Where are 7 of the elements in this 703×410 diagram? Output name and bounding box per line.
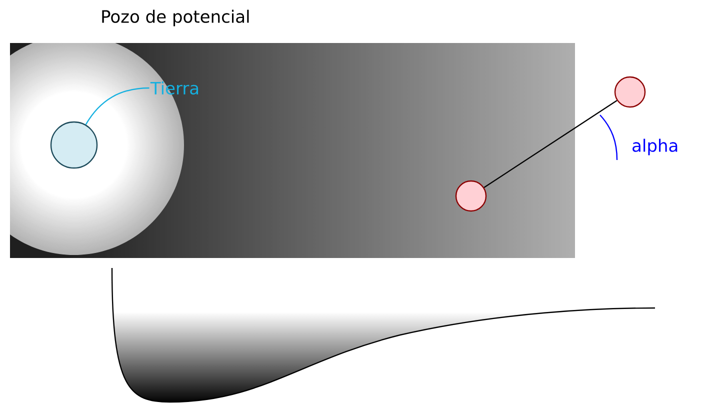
title: Pozo de potencial (102, 10, 249, 26)
mass-circle (455, 180, 487, 212)
leader-line (85, 87, 150, 125)
earth-circle (50, 121, 98, 169)
angle-label: alpha (632, 138, 678, 156)
connecting-rod (484, 100, 618, 188)
mass-circle (614, 76, 646, 108)
